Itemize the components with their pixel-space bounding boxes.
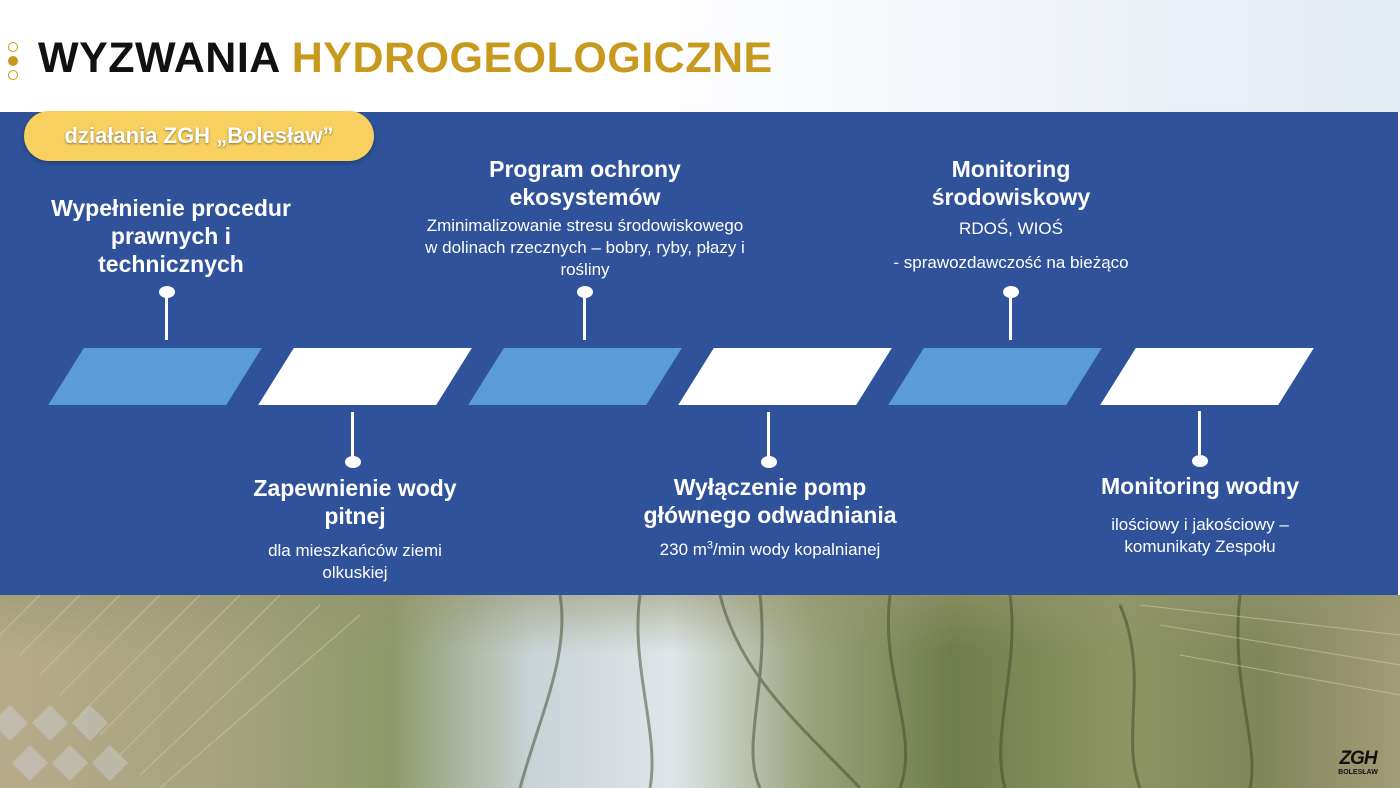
item-heading: Monitoring środowiskowy xyxy=(931,156,1091,210)
timeline-segment-6 xyxy=(1100,348,1314,405)
connector-stem-4 xyxy=(767,412,770,458)
item-heading: Program ochrony ekosystemów xyxy=(489,156,681,210)
company-logo: ZGH BOLESŁAW xyxy=(1330,748,1386,778)
timeline-segment-5 xyxy=(888,348,1102,405)
badge-actions: działania ZGH „Bolesław” xyxy=(24,111,374,161)
timeline-segment-1 xyxy=(48,348,262,405)
item-text: ilościowy i jakościowy – komunikaty Zesp… xyxy=(1111,515,1289,556)
title-part-black: WYZWANIA xyxy=(38,34,280,82)
timeline-item-ecosystem: Program ochrony ekosystemów Zminimalizow… xyxy=(420,155,750,281)
logo-mark: ZGH xyxy=(1339,747,1377,769)
item-text: RDOŚ, WIOŚ xyxy=(959,219,1063,238)
item-text-2: - sprawozdawczość na bieżąco xyxy=(893,253,1129,272)
connector-stem-5 xyxy=(1009,292,1012,340)
timeline-item-drinking-water: Zapewnienie wody pitnej dla mieszkańców … xyxy=(240,474,470,584)
connector-dot-4 xyxy=(761,456,777,468)
title-part-gold: HYDROGEOLOGICZNE xyxy=(291,34,773,82)
connector-stem-1 xyxy=(165,292,168,340)
reflection-lines-image xyxy=(0,595,1400,788)
timeline-segment-2 xyxy=(258,348,472,405)
timeline-item-pumps: Wyłączenie pomp głównego odwadniania 230… xyxy=(630,473,910,561)
timeline-item-legal: Wypełnienie procedur prawnych i technicz… xyxy=(46,194,296,278)
logo-name: BOLESŁAW xyxy=(1338,768,1378,776)
item-heading: Monitoring wodny xyxy=(1100,473,1299,499)
page-title: WYZWANIA HYDROGEOLOGICZNE xyxy=(38,34,773,83)
connector-dot-6 xyxy=(1192,455,1208,467)
connector-stem-3 xyxy=(583,292,586,340)
connector-stem-2 xyxy=(351,412,354,458)
item-heading: Zapewnienie wody pitnej xyxy=(253,475,457,529)
river-photo: ZGH BOLESŁAW xyxy=(0,595,1400,788)
timeline-item-env-monitoring: Monitoring środowiskowy RDOŚ, WIOŚ - spr… xyxy=(870,155,1152,274)
diamond-pattern-icon xyxy=(0,705,128,781)
item-text: 230 m3/min wody kopalnianej xyxy=(659,539,881,559)
timeline-segment-3 xyxy=(468,348,682,405)
header: WYZWANIA HYDROGEOLOGICZNE xyxy=(0,0,1400,112)
bullet-dots-icon xyxy=(8,42,20,86)
item-text: Zminimalizowanie stresu środowiskowego w… xyxy=(425,216,745,279)
timeline-segment-4 xyxy=(678,348,892,405)
connector-dot-2 xyxy=(345,456,361,468)
item-heading: Wypełnienie procedur prawnych i technicz… xyxy=(51,195,291,277)
connector-stem-6 xyxy=(1198,411,1201,457)
timeline-item-water-monitoring: Monitoring wodny ilościowy i jakościowy … xyxy=(1080,472,1320,558)
item-heading: Wyłączenie pomp głównego odwadniania xyxy=(643,474,897,528)
item-text: dla mieszkańców ziemi olkuskiej xyxy=(268,541,442,582)
